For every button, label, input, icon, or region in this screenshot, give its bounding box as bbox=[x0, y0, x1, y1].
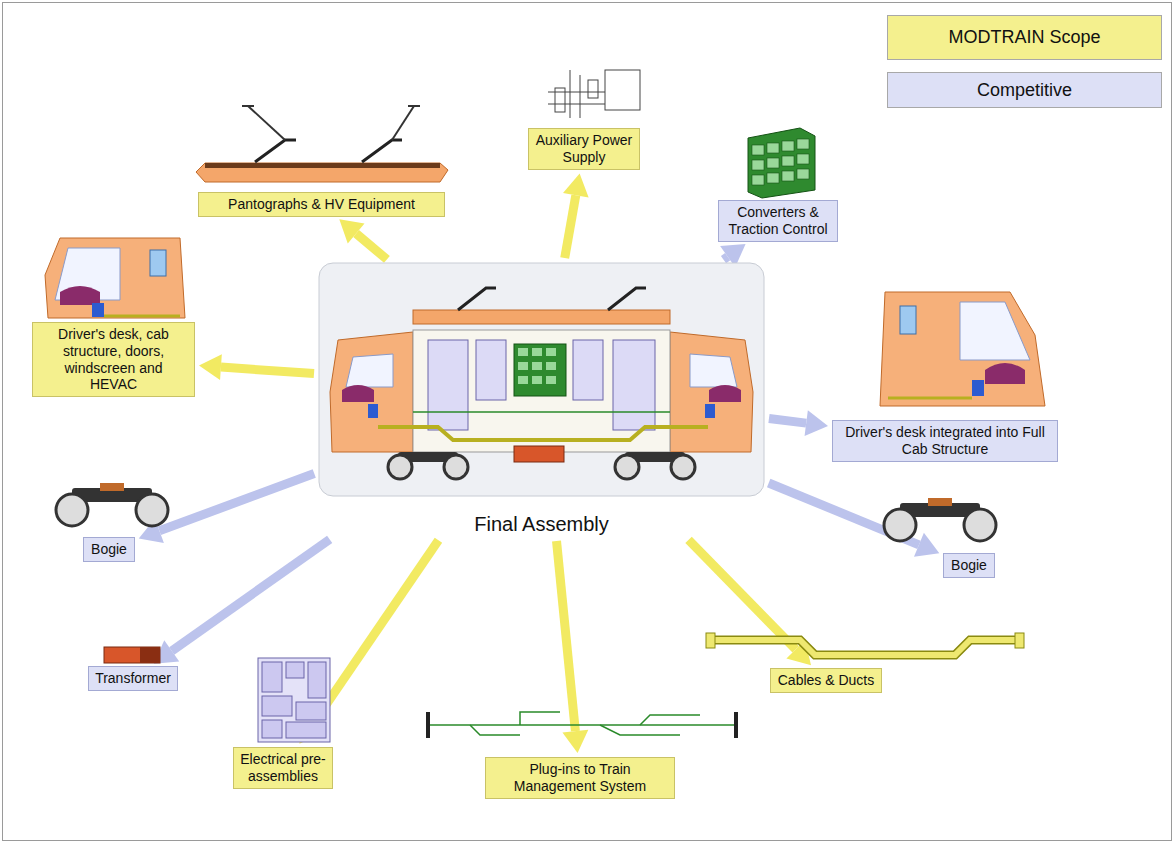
flow-arrow bbox=[767, 479, 939, 557]
flow-arrow bbox=[154, 536, 332, 664]
box-label: Plug-ins to Train Management System bbox=[492, 761, 668, 795]
box-label: Electrical pre-assemblies bbox=[240, 751, 326, 785]
box-label: Bogie bbox=[950, 557, 988, 574]
box-label: Converters & Traction Control bbox=[725, 204, 831, 238]
flow-arrow bbox=[560, 174, 588, 259]
legend-swatch: Competitive bbox=[887, 72, 1162, 108]
right-cab bbox=[880, 292, 1045, 406]
flow-arrow bbox=[768, 410, 828, 436]
competitive-box: Bogie bbox=[943, 553, 995, 578]
scope-box: Plug-ins to Train Management System bbox=[485, 757, 675, 799]
legend-swatch: MODTRAIN Scope bbox=[887, 15, 1162, 60]
aux-power-schematic bbox=[548, 70, 640, 118]
scope-box: Pantographs & HV Equipment bbox=[198, 192, 445, 217]
left-cab bbox=[45, 238, 185, 318]
competitive-box: Transformer bbox=[88, 666, 178, 691]
competitive-box: Driver's desk integrated into Full Cab S… bbox=[832, 420, 1058, 462]
assembly-title: Final Assembly bbox=[318, 512, 765, 536]
assembly-panel: Final Assembly bbox=[318, 262, 765, 537]
pantograph-roof bbox=[196, 106, 448, 182]
box-label: Cables & Ducts bbox=[777, 672, 875, 689]
box-label: Driver's desk, cab structure, doors, win… bbox=[39, 326, 188, 393]
competitive-box: Bogie bbox=[83, 537, 135, 562]
box-label: Bogie bbox=[90, 541, 128, 558]
box-label: Transformer bbox=[95, 670, 171, 687]
converter-cabinet bbox=[748, 128, 815, 198]
scope-box: Driver's desk, cab structure, doors, win… bbox=[32, 322, 195, 397]
box-label: Auxiliary Power Supply bbox=[535, 132, 633, 166]
flow-arrow bbox=[199, 354, 314, 380]
competitive-box: Converters & Traction Control bbox=[718, 200, 838, 242]
bogie-left bbox=[56, 483, 168, 526]
legend-label: Competitive bbox=[977, 80, 1072, 101]
bogie-right bbox=[884, 498, 996, 541]
flow-arrow bbox=[339, 219, 390, 262]
final-assembly-train bbox=[318, 262, 765, 512]
legend-label: MODTRAIN Scope bbox=[948, 27, 1100, 48]
flow-arrow bbox=[552, 541, 588, 753]
cable-duct bbox=[706, 633, 1024, 655]
transformer-box bbox=[104, 647, 160, 663]
electrical-cabinet bbox=[258, 658, 330, 742]
scope-box: Auxiliary Power Supply bbox=[528, 128, 640, 170]
scope-box: Cables & Ducts bbox=[770, 668, 882, 693]
box-label: Pantographs & HV Equipment bbox=[205, 196, 438, 213]
box-label: Driver's desk integrated into Full Cab S… bbox=[839, 424, 1051, 458]
tms-bus bbox=[428, 712, 736, 738]
scope-box: Electrical pre-assemblies bbox=[233, 747, 333, 789]
flow-arrow bbox=[685, 537, 811, 665]
